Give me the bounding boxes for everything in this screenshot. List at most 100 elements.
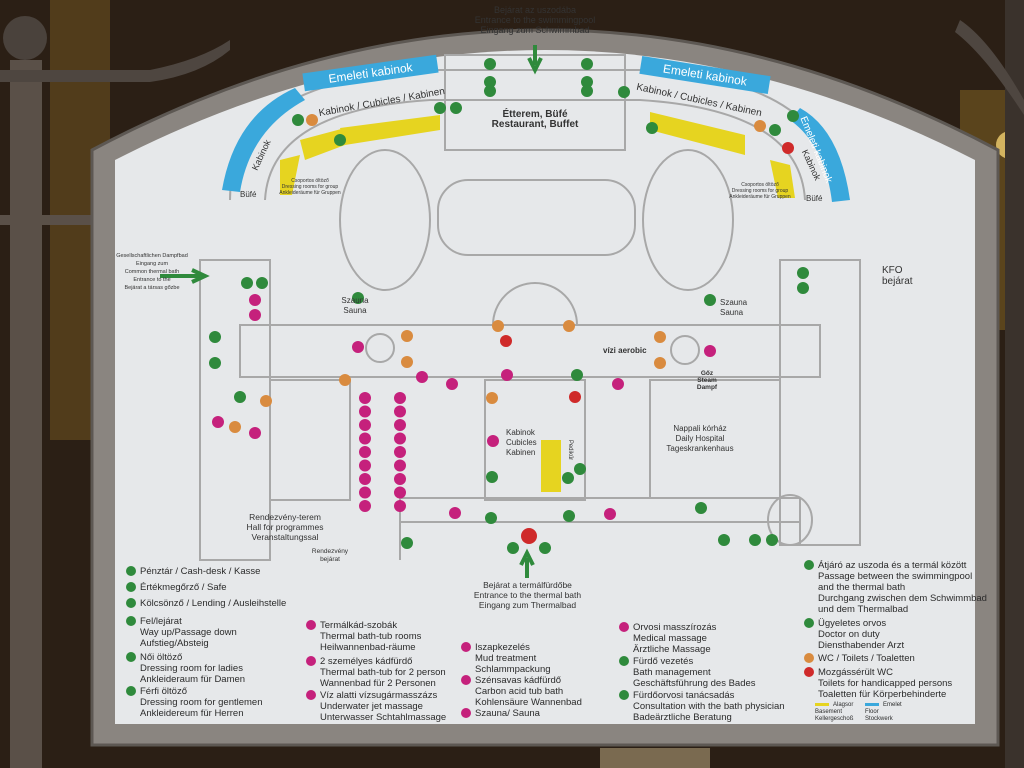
green-marker-icon: [749, 534, 761, 546]
legend-text: Wannenbad für 2 Personen: [320, 678, 436, 689]
legend-text: Underwater jet massage: [320, 701, 423, 712]
legend-dot-icon: [619, 622, 629, 632]
green-marker-icon: [766, 534, 778, 546]
legend-dot-icon: [804, 653, 814, 663]
orange-marker-icon: [563, 320, 575, 332]
legend-text: Átjáró az uszoda és a termál között: [818, 560, 967, 571]
green-marker-icon: [241, 277, 253, 289]
magenta-marker-icon: [249, 294, 261, 306]
magenta-marker-icon: [359, 500, 371, 512]
magenta-marker-icon: [212, 416, 224, 428]
magenta-marker-icon: [449, 507, 461, 519]
green-marker-icon: [581, 58, 593, 70]
legend-text: Értékmegőrző / Safe: [140, 582, 227, 593]
magenta-marker-icon: [394, 459, 406, 472]
green-marker-icon: [571, 369, 583, 381]
legend-text: Ankleideraum für Damen: [140, 674, 246, 685]
legend-dot-icon: [461, 642, 471, 652]
green-marker-icon: [718, 534, 730, 546]
green-marker-icon: [256, 277, 268, 289]
legend-text: Unterwasser Schtahlmassage: [320, 712, 447, 723]
legend-text: Ärztliche Massage: [633, 644, 711, 655]
legend-text: Dressing room for ladies: [140, 663, 243, 674]
legend-dot-icon: [804, 560, 814, 570]
legend-text: Kölcsönző / Lending / Ausleihstelle: [140, 598, 287, 609]
green-marker-icon: [769, 124, 781, 136]
green-marker-icon: [450, 102, 462, 114]
legend-text: und dem Thermalbad: [818, 604, 909, 615]
green-marker-icon: [507, 542, 519, 554]
magenta-marker-icon: [704, 345, 716, 357]
legend-text: Carbon acid tub bath: [475, 686, 564, 697]
green-marker-icon: [209, 357, 221, 369]
green-marker-icon: [484, 58, 496, 70]
green-marker-icon: [646, 122, 658, 134]
legend-text: Ankleidereum für Herren: [140, 708, 244, 719]
legend-text: Toilets for handicapped persons: [818, 678, 953, 689]
legend-text: Aufstieg/Absteig: [140, 638, 209, 649]
legend-text: Schlammpackung: [475, 664, 551, 675]
green-marker-icon: [486, 471, 498, 483]
green-marker-icon: [574, 463, 586, 475]
legend-text: Thermal bath-tub for 2 person: [320, 667, 446, 678]
red-marker-icon: [521, 528, 537, 544]
legend-dot-icon: [126, 686, 136, 696]
legend-text: Durchgang zwischen dem Schwimmbad: [818, 593, 987, 604]
legend-text: WC / Toilets / Toaletten: [818, 653, 915, 664]
magenta-marker-icon: [249, 427, 261, 439]
green-marker-icon: [562, 472, 574, 484]
green-marker-icon: [797, 267, 809, 279]
legend-text: Termálkád-szobák: [320, 620, 398, 631]
legend-text: Pénztár / Cash-desk / Kasse: [140, 566, 261, 577]
legend-text: Heilwannenbad-räume: [320, 642, 416, 653]
legend-item: Szauna/ Sauna: [461, 708, 540, 719]
arrow-down-icon: [527, 45, 543, 75]
water-aerobic-label: vízi aerobic: [603, 346, 647, 355]
orange-marker-icon: [754, 120, 766, 132]
orange-marker-icon: [492, 320, 504, 332]
legend-dot-icon: [306, 620, 316, 630]
green-marker-icon: [334, 134, 346, 146]
legend-text: Dressing room for gentlemen: [140, 697, 263, 708]
legend-dot-icon: [619, 656, 629, 666]
legend-text: Thermal bath-tub rooms: [320, 631, 422, 642]
legend-text: Szénsavas kádfürdő: [475, 675, 562, 686]
green-marker-icon: [485, 512, 497, 524]
legend-text: Orvosi masszírozás: [633, 622, 717, 633]
sign-panel: [115, 50, 975, 724]
magenta-marker-icon: [359, 419, 371, 431]
yellow-band-right: [650, 112, 745, 155]
legend-dot-icon: [619, 690, 629, 700]
arrow-right-icon: [160, 268, 210, 284]
green-marker-icon: [704, 294, 716, 306]
legend-text: Mozgássérült WC: [818, 667, 893, 678]
legend-dot-icon: [306, 690, 316, 700]
green-marker-icon: [581, 85, 593, 97]
green-marker-icon: [234, 391, 246, 403]
legend-item: Kölcsönző / Lending / Ausleihstelle: [126, 598, 287, 609]
orange-marker-icon: [229, 421, 241, 433]
green-marker-icon: [484, 85, 496, 97]
orange-marker-icon: [486, 392, 498, 404]
magenta-marker-icon: [394, 473, 406, 485]
legend-dot-icon: [126, 582, 136, 592]
